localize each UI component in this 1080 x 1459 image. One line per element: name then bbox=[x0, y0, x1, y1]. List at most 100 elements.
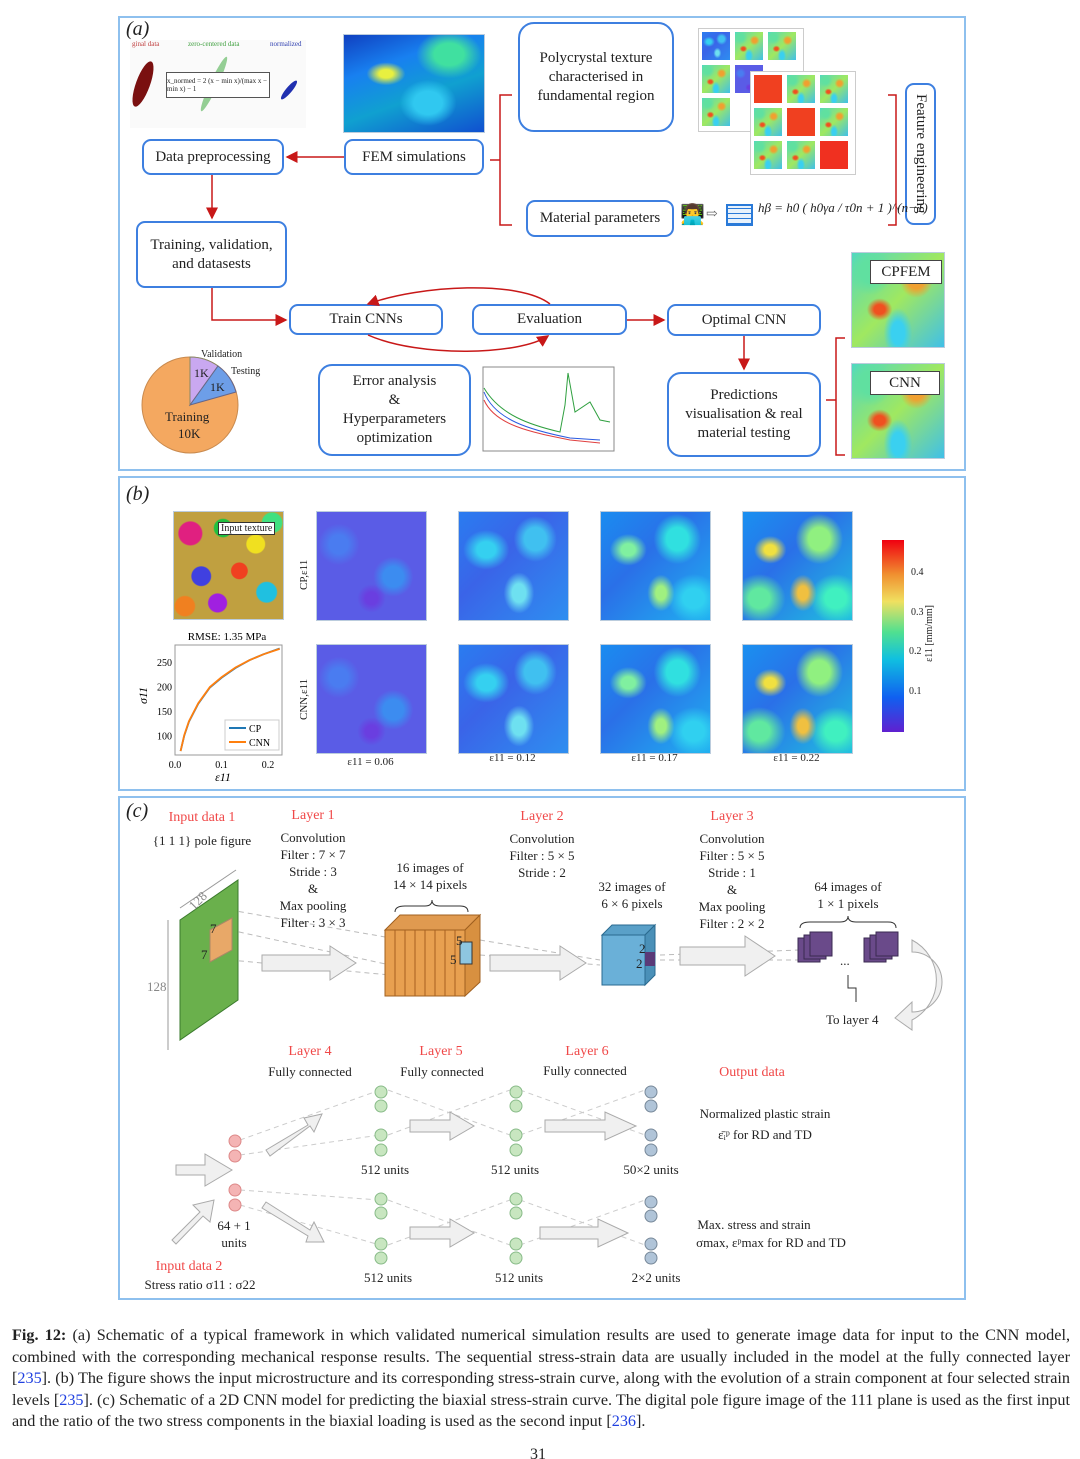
output-top-line: Normalized plastic strain bbox=[699, 1106, 831, 1121]
loss-curve-red bbox=[483, 399, 601, 444]
layer3-line: Max pooling bbox=[698, 899, 766, 914]
input-units-line: units bbox=[221, 1235, 247, 1250]
dim-5: 5 bbox=[450, 952, 457, 967]
output-bot-line: Max. stress and strain bbox=[697, 1217, 811, 1232]
flow-arrow bbox=[679, 935, 776, 977]
pie-value-training: 10K bbox=[178, 426, 201, 441]
table-icon bbox=[726, 204, 753, 226]
feature-maps-64 bbox=[797, 915, 899, 1002]
input1-title: Input data 1 bbox=[168, 810, 236, 825]
y-axis-label: σ11 bbox=[136, 687, 150, 704]
fc-arrow bbox=[409, 1111, 475, 1141]
arrow-evaluation-to-train bbox=[366, 287, 551, 307]
layer3-line: Filter : 5 × 5 bbox=[699, 848, 765, 863]
plot-title-normalized: normalized bbox=[270, 40, 302, 48]
out1-line: 14 × 14 pixels bbox=[392, 877, 468, 892]
dim-128-side: 128 bbox=[147, 979, 167, 994]
cnn-architecture-diagram bbox=[167, 869, 943, 1265]
dimension-line-128-top bbox=[179, 869, 237, 909]
error-analysis-box: Error analysis & Hyperparameters optimiz… bbox=[318, 364, 471, 456]
bracket-comparison bbox=[826, 337, 845, 456]
colorbar-label: ε11 [mm/mm] bbox=[924, 605, 935, 662]
fc-arrow bbox=[409, 1218, 475, 1248]
citation-link[interactable]: 235 bbox=[59, 1390, 84, 1409]
layer5-title: Layer 5 bbox=[419, 1044, 463, 1059]
layer5-desc: Fully connected bbox=[400, 1064, 484, 1079]
citation-link[interactable]: 235 bbox=[17, 1369, 42, 1388]
error-analysis-line: & bbox=[388, 392, 401, 408]
input-texture-label: Input texture bbox=[218, 522, 276, 535]
loss-curve-green bbox=[483, 372, 611, 433]
pie-value-testing: 1K bbox=[210, 380, 225, 394]
input1-arrow bbox=[175, 1153, 233, 1187]
colorbar-tick: 0.2 bbox=[909, 646, 922, 657]
l6-top-units: 50×2 units bbox=[623, 1162, 679, 1177]
citation-link[interactable]: 236 bbox=[611, 1412, 636, 1431]
fem-contour-image bbox=[343, 34, 485, 133]
pie-label-testing: Testing bbox=[231, 366, 261, 377]
figure-caption: Fig. 12: (a) Schematic of a typical fram… bbox=[12, 1325, 1070, 1433]
layer4-desc: Fully connected bbox=[268, 1064, 352, 1079]
cpfem-label: CPFEM bbox=[870, 260, 942, 284]
strain-map-cp-4 bbox=[742, 511, 853, 621]
pie-label-training: Training bbox=[165, 409, 210, 424]
plot-title-original: ginal data bbox=[132, 40, 160, 48]
strain-map-cp-3 bbox=[600, 511, 711, 621]
loop-arrow-to-layer4 bbox=[894, 939, 943, 1031]
arrow-train-to-evaluation bbox=[367, 334, 550, 352]
layer3-info: Layer 3 Convolution Filter : 5 × 5 Strid… bbox=[682, 808, 782, 932]
colorbar-tick: 0.1 bbox=[909, 686, 922, 697]
out2-line: 32 images of bbox=[598, 879, 666, 894]
input-units-line: 64 + 1 bbox=[217, 1218, 251, 1233]
colorbar-tick: 0.4 bbox=[911, 567, 924, 578]
caption-text: ]. bbox=[636, 1412, 646, 1431]
bracket-fem-inputs bbox=[490, 94, 512, 226]
fc-arrow bbox=[261, 1201, 325, 1243]
arrow-right-icon: ⇨ bbox=[706, 207, 718, 222]
chart-legend: CP CNN bbox=[224, 719, 280, 751]
error-analysis-line: Error analysis bbox=[352, 373, 437, 389]
l5-bot-units: 512 units bbox=[494, 1270, 544, 1285]
optimal-cnn-box: Optimal CNN bbox=[667, 304, 821, 336]
dataset-pie bbox=[141, 356, 239, 454]
arrow-training-to-train-cnns bbox=[211, 288, 288, 326]
strain-map-cp-1 bbox=[316, 511, 427, 621]
colorbar bbox=[882, 540, 904, 732]
pie-label-validation: Validation bbox=[201, 349, 243, 360]
strain-map-cp-2 bbox=[458, 511, 569, 621]
layer3-title: Layer 3 bbox=[710, 809, 754, 824]
layer3-line: Filter : 2 × 2 bbox=[699, 916, 765, 931]
layer2-line: Filter : 5 × 5 bbox=[509, 848, 575, 863]
data-preprocessing-box: Data preprocessing bbox=[142, 139, 284, 175]
row-label-cp: CP,ε11 bbox=[298, 559, 310, 590]
predictions-box: Predictions visualisation & real materia… bbox=[667, 372, 821, 457]
page-number: 31 bbox=[530, 1446, 546, 1459]
strain-map-cnn-3 bbox=[600, 644, 711, 754]
dim-7-side: 7 bbox=[201, 947, 208, 962]
series-line-cnn bbox=[179, 648, 280, 752]
y-tick-label: 250 bbox=[157, 658, 172, 669]
flow-arrow bbox=[261, 945, 357, 981]
caption-text: ]. (c) Schematic of a 2D CNN model for p… bbox=[12, 1390, 1070, 1431]
strain-level-1: ε11 = 0.06 bbox=[347, 756, 394, 768]
output-units bbox=[644, 1085, 658, 1265]
panel-a-connectors bbox=[141, 94, 897, 456]
fc-arrow bbox=[539, 1218, 630, 1248]
l4-bot-units: 512 units bbox=[363, 1270, 413, 1285]
pole-figure-grid-front bbox=[750, 71, 856, 175]
input-pole-figure-plate bbox=[179, 879, 239, 1041]
out3-line: 64 images of bbox=[814, 879, 882, 894]
panel-c-label: (c) bbox=[126, 800, 149, 822]
layer4-title: Layer 4 bbox=[288, 1044, 332, 1059]
layer2-line: Stride : 2 bbox=[518, 865, 566, 880]
y-tick-label: 200 bbox=[157, 683, 172, 694]
layer3-line: Convolution bbox=[699, 831, 765, 846]
layer6-title: Layer 6 bbox=[565, 1044, 609, 1059]
flow-arrow bbox=[489, 945, 587, 981]
layer2-title: Layer 2 bbox=[520, 809, 564, 824]
preprocessing-plot: ginal data zero-centered data normalized… bbox=[128, 40, 306, 128]
output-top-line: ε̄ᵢᵖ for RD and TD bbox=[718, 1127, 812, 1142]
hidden-units bbox=[374, 1085, 523, 1265]
input-units bbox=[228, 1134, 242, 1212]
